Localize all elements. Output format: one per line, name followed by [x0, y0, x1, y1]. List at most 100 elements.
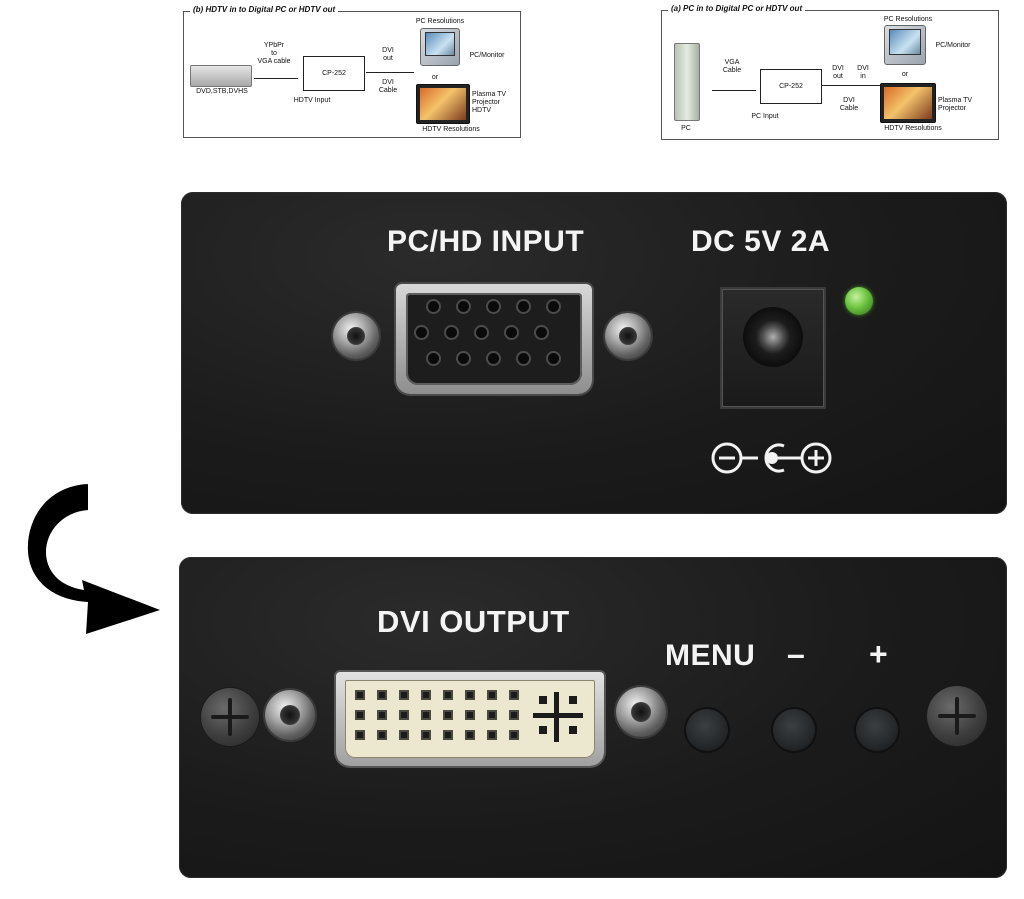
flip-arrow-icon: [27, 446, 161, 634]
vga-pin: [488, 301, 499, 312]
device-box: CP-252: [760, 69, 822, 104]
plasma-label: Plasma TV Projector: [938, 97, 973, 112]
pc-monitor-label: PC/Monitor: [935, 42, 971, 49]
diagram-title: (a) PC in to Digital PC or HDTV out: [668, 4, 806, 13]
dvi-pin: [487, 710, 497, 720]
dvi-output-label: DVI OUTPUT: [377, 604, 570, 639]
dvi-left-hexnut: [265, 690, 315, 740]
dvi-pin: [487, 730, 497, 740]
dvi-pin: [443, 710, 453, 720]
vga-pin: [506, 327, 517, 338]
dvi-analog-pin: [569, 696, 577, 704]
pc-resolutions-label: PC Resolutions: [883, 16, 933, 23]
right-panel-screw-icon: [927, 686, 987, 746]
dvi-blade-vertical: [554, 692, 559, 742]
dvi-in-label: DVI in: [857, 65, 869, 80]
power-led-indicator: [845, 287, 873, 315]
source-label: PC: [681, 125, 691, 132]
vga-pin: [518, 353, 529, 364]
vga-pin: [458, 301, 469, 312]
pc-monitor-label: PC/Monitor: [469, 52, 505, 59]
vga-right-hexnut: [605, 313, 651, 359]
pc-tower-image: [674, 43, 700, 121]
or-label: or: [431, 74, 439, 81]
input-arrow: [254, 78, 298, 79]
dvi-pin: [421, 710, 431, 720]
dvd-player-image: [190, 65, 252, 87]
source-label: DVD,STB,DVHS: [196, 88, 248, 95]
diagram-title: (b) HDTV in to Digital PC or HDTV out: [190, 5, 339, 14]
pc-resolutions-label: PC Resolutions: [415, 18, 465, 25]
dvi-pin: [509, 690, 519, 700]
dvi-pin: [355, 710, 365, 720]
or-label: or: [901, 71, 909, 78]
plasma-label: Plasma TV Projector HDTV: [472, 91, 507, 114]
dvi-analog-pin: [539, 696, 547, 704]
diagram-pc-in: (a) PC in to Digital PC or HDTV out PC V…: [661, 4, 999, 140]
dvi-pin: [377, 730, 387, 740]
device-box: CP-252: [303, 56, 365, 91]
left-panel-screw-icon: [201, 688, 259, 746]
vga-input-port[interactable]: [396, 284, 592, 394]
hdtv-resolutions-label: HDTV Resolutions: [884, 125, 942, 132]
dvi-analog-pin: [539, 726, 547, 734]
dvi-pin: [421, 730, 431, 740]
dvi-pin: [399, 730, 409, 740]
vga-pin: [548, 353, 559, 364]
vga-pin: [488, 353, 499, 364]
output-arrow: [822, 85, 880, 86]
dvi-analog-pin: [569, 726, 577, 734]
plasma-tv-image: [880, 83, 936, 123]
input-label: HDTV Input: [293, 97, 331, 104]
vga-pin: [428, 353, 439, 364]
dvi-pin: [465, 710, 475, 720]
dvi-pin: [443, 730, 453, 740]
polarity-symbol-icon: [711, 442, 832, 474]
dc-power-label: DC 5V 2A: [691, 225, 831, 258]
input-arrow: [712, 90, 756, 91]
dvi-pin: [509, 710, 519, 720]
dvi-cable-label: DVI Cable: [378, 79, 398, 94]
output-arrow: [366, 72, 414, 73]
plus-label: +: [869, 636, 889, 672]
dvi-pin: [399, 710, 409, 720]
rear-panel-input: PC/HD INPUT DC 5V 2A: [181, 192, 1007, 514]
pc-monitor-image: [884, 25, 926, 65]
vga-pin: [458, 353, 469, 364]
pc-monitor-image: [420, 28, 460, 66]
vga-pin: [548, 301, 559, 312]
vga-pin: [428, 301, 439, 312]
pc-hd-input-label: PC/HD INPUT: [387, 225, 585, 258]
minus-label: –: [787, 636, 806, 672]
dvi-pin: [399, 690, 409, 700]
dvi-pin: [443, 690, 453, 700]
dvi-pin: [487, 690, 497, 700]
dvi-pin: [465, 730, 475, 740]
vga-pin: [518, 301, 529, 312]
minus-button[interactable]: [773, 709, 815, 751]
vga-pin: [536, 327, 547, 338]
dvi-pin: [355, 690, 365, 700]
cable-label: YPbPr to VGA cable: [257, 42, 291, 65]
plasma-tv-image: [416, 84, 470, 124]
dvi-pin: [421, 690, 431, 700]
plus-button[interactable]: [856, 709, 898, 751]
vga-left-hexnut: [333, 313, 379, 359]
dvi-pin: [509, 730, 519, 740]
dvi-pin: [377, 710, 387, 720]
dvi-pin: [355, 730, 365, 740]
rear-panel-output: DVI OUTPUT MENU – +: [179, 557, 1007, 878]
dc-power-jack[interactable]: [722, 289, 824, 407]
diagram-hdtv-in: (b) HDTV in to Digital PC or HDTV out DV…: [183, 5, 521, 138]
menu-label: MENU: [665, 639, 756, 672]
vga-pin: [416, 327, 427, 338]
dvi-out-label: DVI out: [832, 65, 844, 80]
input-label: PC Input: [751, 113, 779, 120]
dvi-output-port[interactable]: [336, 672, 604, 766]
hdtv-resolutions-label: HDTV Resolutions: [422, 126, 480, 133]
menu-button[interactable]: [686, 709, 728, 751]
dvi-out-label: DVI out: [382, 47, 394, 62]
vga-pin: [446, 327, 457, 338]
cable-label: VGA Cable: [722, 59, 742, 74]
dvi-pin: [377, 690, 387, 700]
